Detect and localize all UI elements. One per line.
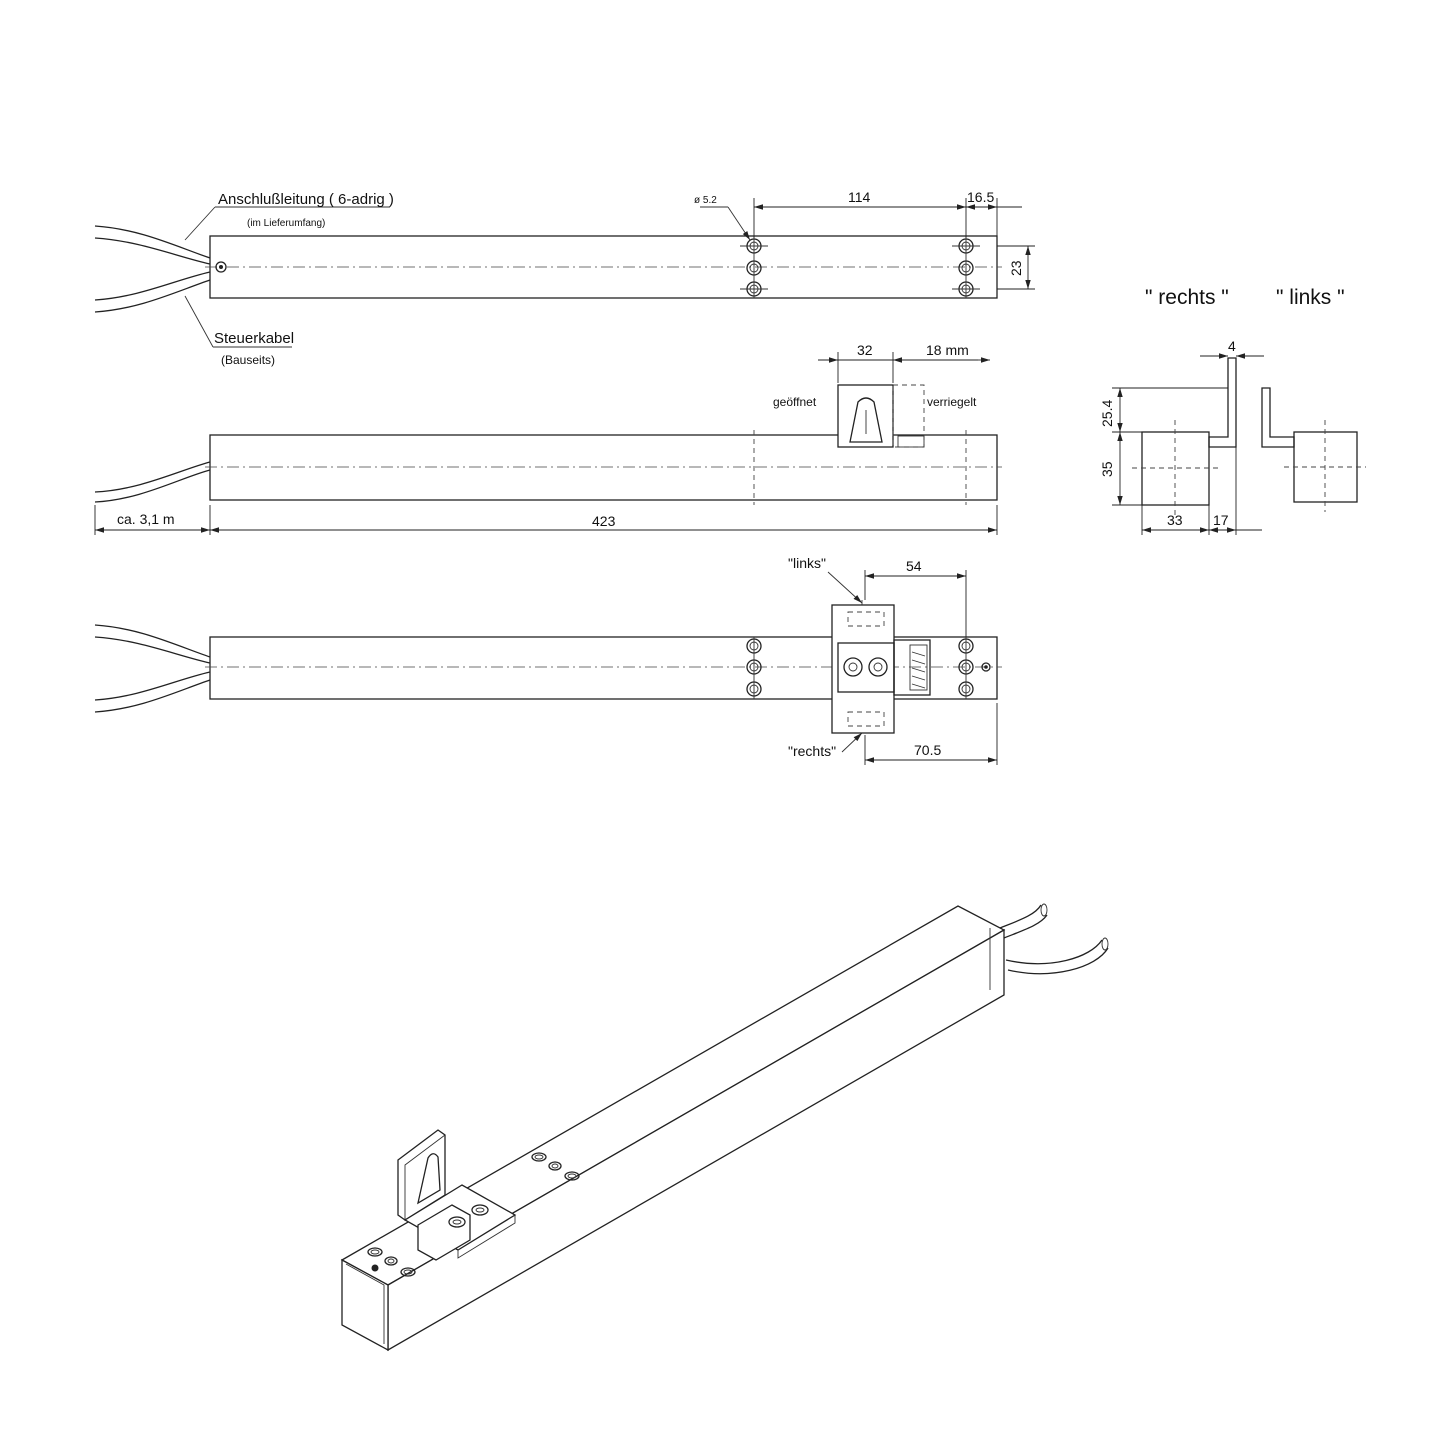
iso-holes-front — [367, 1247, 416, 1277]
connection-cable-note: (im Lieferumfang) — [247, 218, 325, 229]
cable-length-dim: ca. 3,1 m — [117, 511, 175, 527]
hole-spacing-dim: 114 — [848, 189, 871, 205]
locked-label: verriegelt — [927, 395, 977, 409]
bracket-right-label: "rechts" — [788, 743, 836, 759]
housing-height-dim: 35 — [1099, 461, 1115, 477]
control-cable-note: (Bauseits) — [221, 353, 275, 367]
iso-holes-rear — [531, 1152, 580, 1181]
stroke-dim: 18 mm — [926, 342, 969, 358]
hole-diameter-dim: ø 5.2 — [694, 195, 717, 206]
bottom-holes-right — [958, 637, 991, 699]
bracket-height-dim: 25.4 — [1099, 400, 1115, 427]
bracket-depth-dim: 17 — [1213, 512, 1229, 528]
housing-right-profile — [1141, 431, 1210, 506]
actuator-body-side — [209, 434, 998, 501]
iso-bolt-wedge-icon — [417, 1153, 441, 1205]
bracket-left-profile — [1261, 387, 1295, 448]
bolt-wedge-icon — [849, 397, 883, 443]
bracket-right-profile — [1208, 357, 1237, 448]
top-view: Anschlußleitung ( 6-adrig ) (im Lieferum… — [94, 189, 1035, 367]
bracket-plate — [831, 604, 895, 734]
iso-body-end — [341, 1258, 389, 1352]
bracket-left-label: "links" — [788, 555, 826, 571]
iso-body-side — [387, 928, 1005, 1352]
isometric-view — [340, 903, 1109, 1352]
mounting-holes-left — [740, 236, 768, 298]
view-left-title: " links " — [1276, 286, 1345, 309]
bottom-view: "links" "rechts" 54 70.5 — [94, 555, 1002, 765]
bracket-offset-bottom-dim: 70.5 — [914, 742, 941, 758]
mounting-holes-right — [952, 236, 980, 298]
connection-cable-label: Anschlußleitung ( 6-adrig ) — [218, 191, 394, 208]
view-right-title: " rechts " — [1145, 286, 1229, 309]
end-views: " rechts " " links " 4 25.4 35 33 17 — [1099, 286, 1366, 535]
bracket-offset-top-dim: 54 — [906, 558, 922, 574]
housing-width-dim: 33 — [1167, 512, 1183, 528]
end-offset-dim: 16.5 — [967, 189, 994, 205]
bracket-thickness-dim: 4 — [1228, 338, 1236, 354]
control-cable-label: Steuerkabel — [214, 330, 294, 347]
opened-label: geöffnet — [773, 395, 817, 409]
length-dim: 423 — [592, 513, 616, 529]
locking-bolt — [837, 384, 894, 448]
cable-entry-icon — [215, 261, 227, 273]
width-dim: 23 — [1008, 260, 1024, 276]
side-view: geöffnet verriegelt 32 18 mm ca. 3,1 m 4… — [94, 342, 1002, 535]
actuator-body-bottom — [209, 636, 998, 700]
spring-icon — [911, 651, 926, 689]
bottom-holes-left — [746, 637, 762, 699]
spring-housing — [893, 639, 931, 696]
bolt-width-dim: 32 — [857, 342, 873, 358]
